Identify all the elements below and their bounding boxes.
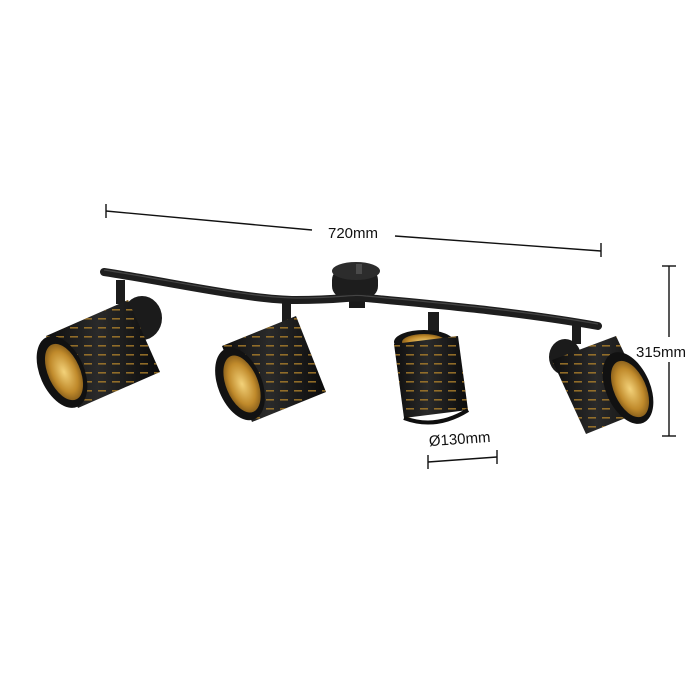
diameter-label: Ø130mm (428, 429, 491, 450)
spotlight-3 (394, 312, 470, 425)
width-line-left (105, 210, 313, 231)
diameter-line (427, 456, 498, 463)
spotlight-2 (215, 300, 326, 422)
height-label: 315mm (636, 344, 686, 361)
ceiling-spotlight-bar (36, 262, 654, 434)
width-line-right (394, 235, 602, 252)
mounting-bar (100, 268, 602, 330)
width-dimension: 720mm (105, 204, 602, 257)
height-dimension: 315mm (636, 265, 686, 437)
diameter-dimension: Ø130mm (427, 429, 498, 469)
mounting-bar-highlight (103, 269, 599, 325)
spotlight-4 (549, 322, 654, 434)
spotlight-1 (36, 280, 162, 408)
width-label: 720mm (328, 225, 378, 242)
